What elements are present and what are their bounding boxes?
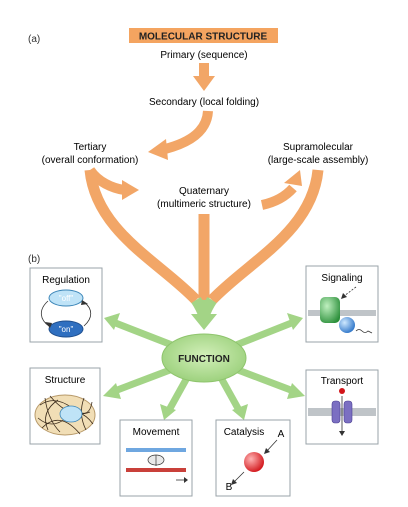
tertiary-label-line1: Tertiary xyxy=(74,142,107,153)
supramolecular-label-line2: (large-scale assembly) xyxy=(268,155,369,166)
regulation-on-state xyxy=(48,320,84,338)
function-label: FUNCTION xyxy=(178,354,230,365)
transport-box: Transport xyxy=(305,369,379,445)
arrows-function-to-roles xyxy=(103,313,305,420)
arrow-quaternary-to-supramolecular xyxy=(260,170,302,210)
structure-nucleus xyxy=(59,405,83,423)
quaternary-label-line2: (multimeric structure) xyxy=(157,199,251,210)
signaling-output-squiggle xyxy=(355,329,373,334)
movement-filament-top xyxy=(126,448,186,452)
secondary-label: Secondary (local folding) xyxy=(149,97,259,108)
regulation-cycle-arrow-left xyxy=(40,300,50,327)
transport-channel-left xyxy=(331,400,341,424)
arrow-secondary-to-tertiary xyxy=(148,110,213,160)
arrows-structure-to-function xyxy=(84,169,324,304)
catalysis-title: Catalysis xyxy=(224,427,265,438)
quaternary-label-line1: Quaternary xyxy=(179,186,229,197)
movement-title: Movement xyxy=(133,427,180,438)
supramolecular-label-line1: Supramolecular xyxy=(283,142,354,153)
signaling-ligand-arrow xyxy=(343,286,357,297)
catalysis-substrate-a: A xyxy=(278,429,285,440)
regulation-box: Regulation "off" "on" xyxy=(29,267,103,343)
structure-title: Structure xyxy=(45,375,86,386)
arrowhead-into-function xyxy=(191,314,217,330)
panel-a-label: (a) xyxy=(28,34,40,45)
regulation-off-state xyxy=(48,289,84,307)
signaling-membrane xyxy=(308,310,376,316)
transport-channel-right xyxy=(343,400,353,424)
transport-molecule xyxy=(339,388,345,394)
function-ellipse xyxy=(161,333,247,383)
catalysis-product-b: B xyxy=(226,482,233,493)
movement-box: Movement xyxy=(119,419,193,497)
regulation-title: Regulation xyxy=(42,275,90,286)
arrow-primary-to-secondary xyxy=(193,63,215,91)
movement-filament-bottom xyxy=(126,468,186,472)
molecular-structure-header: MOLECULAR STRUCTURE xyxy=(139,32,268,43)
signaling-g-protein xyxy=(339,317,355,333)
panel-b-label: (b) xyxy=(28,254,40,265)
tertiary-label-line2: (overall conformation) xyxy=(42,155,139,166)
catalysis-enzyme xyxy=(244,452,264,472)
catalysis-box: Catalysis A B xyxy=(215,419,291,497)
regulation-on-label: "on" xyxy=(59,325,74,334)
signaling-receptor xyxy=(320,297,340,323)
signaling-box: Signaling xyxy=(305,265,379,343)
structure-box: Structure xyxy=(29,367,101,445)
regulation-off-label: "off" xyxy=(59,294,74,303)
transport-title: Transport xyxy=(321,376,364,387)
signaling-title: Signaling xyxy=(321,273,362,284)
molecular-structure-header-box xyxy=(129,28,278,43)
primary-label: Primary (sequence) xyxy=(160,50,247,61)
